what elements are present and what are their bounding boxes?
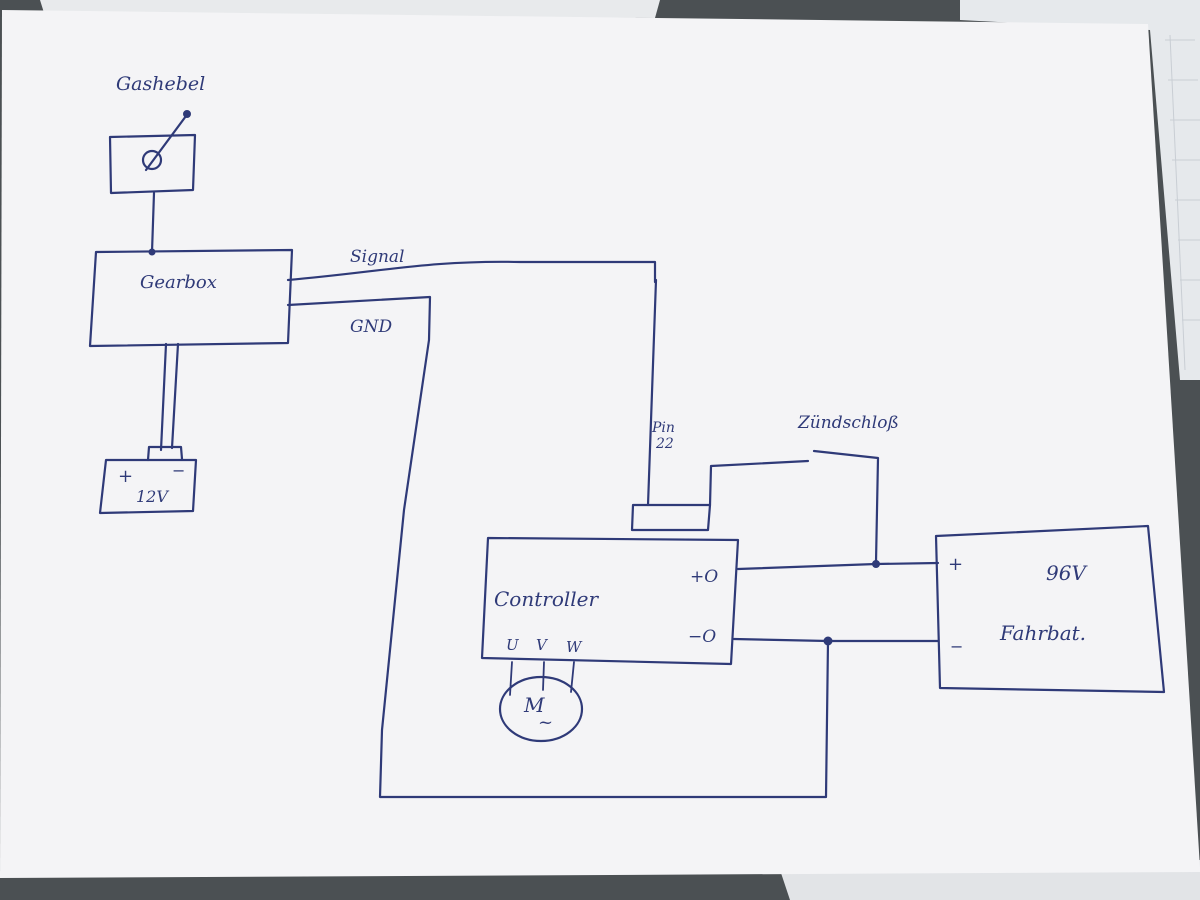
traction-label: Fahrbat. <box>999 621 1086 645</box>
traction-minus: − <box>950 637 963 656</box>
throttle-label: Gashebel <box>116 73 205 95</box>
pin-connector <box>630 503 712 532</box>
controller-label: Controller <box>494 587 599 611</box>
battery-12v: + − 12V <box>98 342 198 515</box>
ignition-label: Zündschloß <box>797 413 899 433</box>
phase-v: V <box>536 636 549 654</box>
gearbox: Gearbox <box>88 248 294 348</box>
traction-voltage: 96V <box>1046 561 1088 585</box>
motor-label: M <box>523 693 545 717</box>
controller-minus: −O <box>688 627 716 647</box>
motor-ac: ~ <box>538 712 553 733</box>
throttle: Gashebel <box>108 73 205 256</box>
gnd-label: GND <box>350 317 392 337</box>
phase-u: U <box>506 636 520 654</box>
ignition-switch: Zündschloß <box>708 413 899 564</box>
gearbox-label: Gearbox <box>140 272 217 293</box>
phase-w: W <box>566 638 583 656</box>
controller-plus: +O <box>690 567 718 587</box>
battery-12v-label: 12V <box>136 487 169 506</box>
paper-sheet <box>0 10 1200 878</box>
pin-number: 22 <box>655 436 674 452</box>
controller: Controller +O −O U V W <box>480 536 740 666</box>
battery-12v-plus: + <box>118 466 133 487</box>
battery-12v-minus: − <box>172 461 185 480</box>
motor: M ~ <box>498 661 584 743</box>
traction-battery: + − 96V Fahrbat. <box>934 524 1166 694</box>
traction-plus: + <box>948 554 963 575</box>
gnd-wire: GND <box>286 295 833 799</box>
signal-wire: Signal Pin 22 <box>286 247 675 507</box>
power-wires <box>732 560 940 643</box>
signal-label: Signal <box>350 247 405 267</box>
pin-label: Pin <box>651 420 675 436</box>
